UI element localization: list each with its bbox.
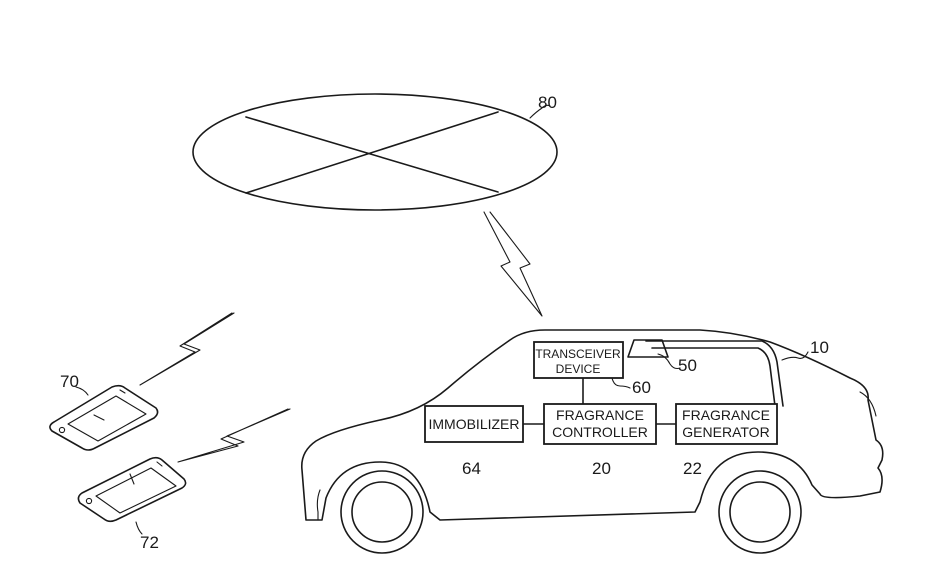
ref-60: 60 [632,378,651,397]
phone-72-speaker [156,461,163,467]
smartphone-70 [49,384,159,451]
vehicle-front-bumper [316,489,321,521]
ref-10: 10 [810,338,829,357]
phone-72-screen [95,467,177,514]
transceiver-label-2: DEVICE [556,362,601,376]
ref-72: 72 [140,533,159,552]
leader-10 [781,351,809,361]
leader-50 [657,353,681,370]
fragrance-generator-label-1: FRAGRANCE [682,407,770,423]
server-cross-line-2 [245,111,499,194]
ref-22: 22 [683,459,702,478]
fragrance-controller-box [543,403,657,445]
lightning-server-vehicle [483,211,543,317]
fragrance-generator-block: FRAGRANCE GENERATOR [675,403,778,445]
front-wheel-inner [351,481,413,543]
vehicle-roof-rail-outer [645,340,784,407]
transceiver-device-block: TRANSCEIVER DEVICE [533,341,624,379]
lightning-phone-72 [177,408,291,463]
fragrance-controller-label-2: CONTROLLER [552,424,648,440]
phone-70-screen [67,395,147,442]
phone-72-body [77,456,187,523]
immobilizer-label: IMMOBILIZER [428,416,519,432]
network-server [192,93,558,211]
ref-20: 20 [592,459,611,478]
ref-64: 64 [462,459,481,478]
rear-wheel-inner [729,481,791,543]
immobilizer-box [424,405,524,443]
phone-70-body [49,384,159,451]
ref-70: 70 [60,372,79,391]
smartphone-72 [77,456,187,523]
vehicle-roof-rail-inner [651,347,776,407]
immobilizer-block: IMMOBILIZER [424,405,524,443]
transceiver-label-1: TRANSCEIVER [535,347,621,361]
ref-80: 80 [538,93,557,112]
leader-70 [75,386,89,396]
fragrance-generator-label-2: GENERATOR [682,424,769,440]
vehicle-10 [300,329,884,554]
server-cross-line-1 [245,116,499,193]
leader-72 [135,521,143,535]
phone-70-speaker [119,389,126,394]
server-ellipse [192,93,558,211]
lightning-phone-70 [139,312,235,386]
fragrance-generator-box [675,403,778,445]
vehicle-tail-detail [859,391,877,417]
transceiver-box [533,341,624,379]
rear-wheel-outer [718,470,802,554]
fragrance-controller-label-1: FRAGRANCE [556,407,644,423]
front-wheel-outer [340,470,424,554]
fragrance-outlet [627,339,669,358]
phone-72-glare [129,473,135,485]
leader-80 [529,104,551,119]
phone-70-glare [93,414,105,421]
fragrance-controller-block: FRAGRANCE CONTROLLER [543,403,657,445]
ref-50: 50 [678,356,697,375]
phone-70-home-button [58,426,66,434]
phone-72-home-button [85,497,93,505]
leader-60 [611,377,631,389]
